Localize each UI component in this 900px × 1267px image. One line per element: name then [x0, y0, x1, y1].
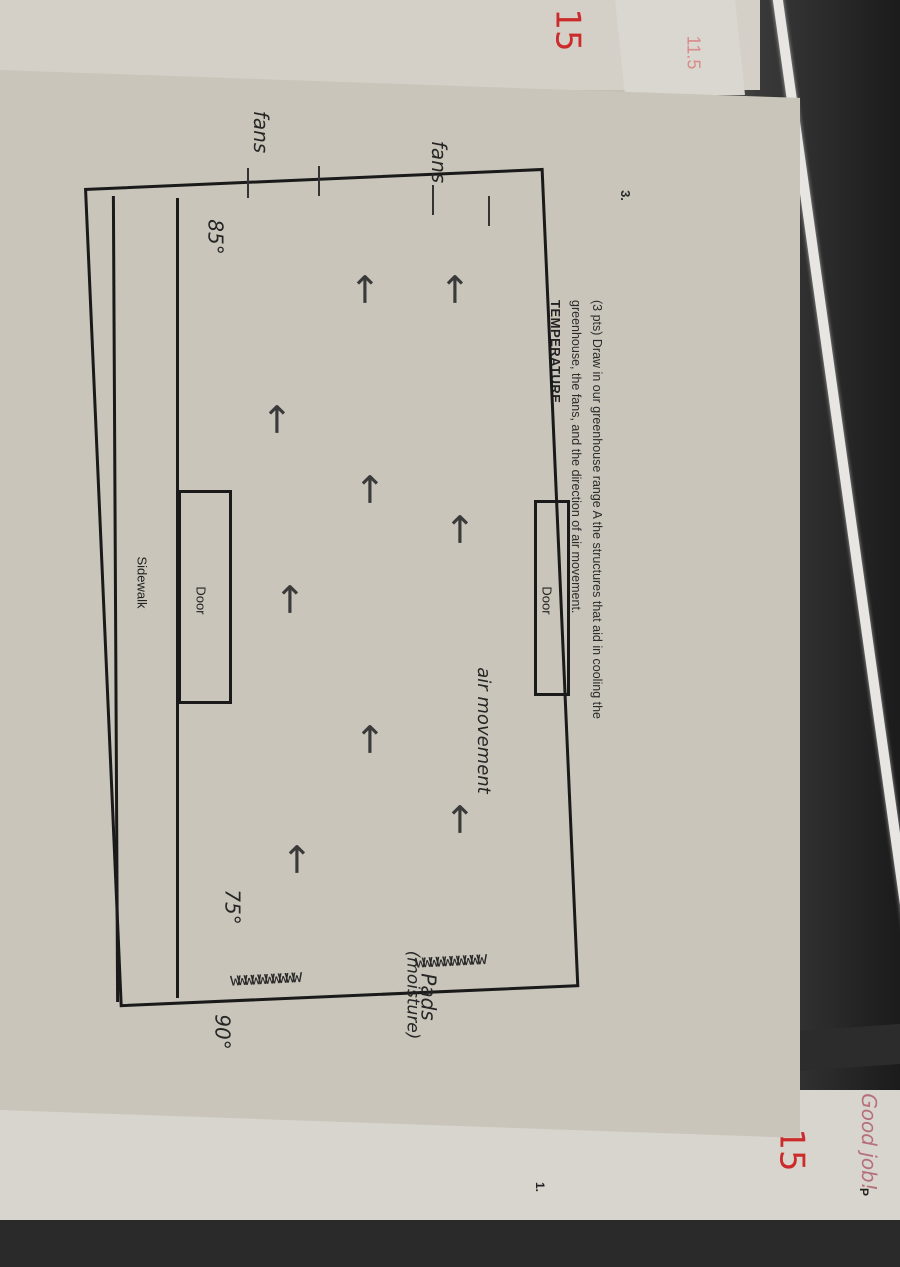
temp-fan-side: 85° [203, 219, 228, 255]
door-top: Door [534, 500, 570, 696]
page-marker: 1. [533, 1181, 548, 1193]
temp-outside: 90° [210, 1014, 235, 1050]
air-arrow-icon: ← [438, 513, 483, 545]
pads-zigzag-bottom: wwwwwwwwww [229, 966, 299, 991]
greenhouse-outline [84, 167, 580, 1008]
fan-tick [318, 166, 320, 196]
air-arrow-icon: ← [275, 843, 320, 875]
door-bottom: Door [178, 490, 232, 704]
air-arrow-icon: ← [343, 273, 388, 305]
question-prompt-line2: greenhouse, the fans, and the direction … [569, 300, 583, 614]
door-bottom-label: Door [193, 586, 209, 615]
temp-pad-side: 75° [220, 889, 245, 925]
fans-label-right: fans [427, 140, 452, 184]
air-arrow-icon: ← [268, 583, 313, 615]
door-top-label: Door [539, 586, 555, 615]
air-arrow-icon: ← [433, 273, 478, 305]
fan-tick [247, 168, 249, 198]
question-number: 3. [617, 190, 633, 201]
pads-zigzag-top: wwwwwwwwww [414, 948, 484, 973]
air-movement-label: air movement [472, 667, 494, 794]
greenhouse-wall-line [176, 198, 179, 998]
fan-tick [488, 196, 490, 226]
pads-note: (moisture) [402, 950, 423, 1040]
fans-label-left: fans [249, 110, 274, 154]
air-arrow-icon: ← [348, 723, 393, 755]
question-prompt-line1: (3 pts) Draw in our greenhouse range A t… [590, 300, 604, 719]
air-arrow-icon: ← [348, 473, 393, 505]
air-arrow-icon: ← [438, 803, 483, 835]
air-arrow-icon: ← [255, 403, 300, 435]
fan-tick [432, 185, 434, 215]
sidewalk-label: Sidewalk [134, 556, 150, 609]
worksheet-content: 3. TEMPERATURE (3 pts) Draw in our green… [84, 110, 633, 1193]
